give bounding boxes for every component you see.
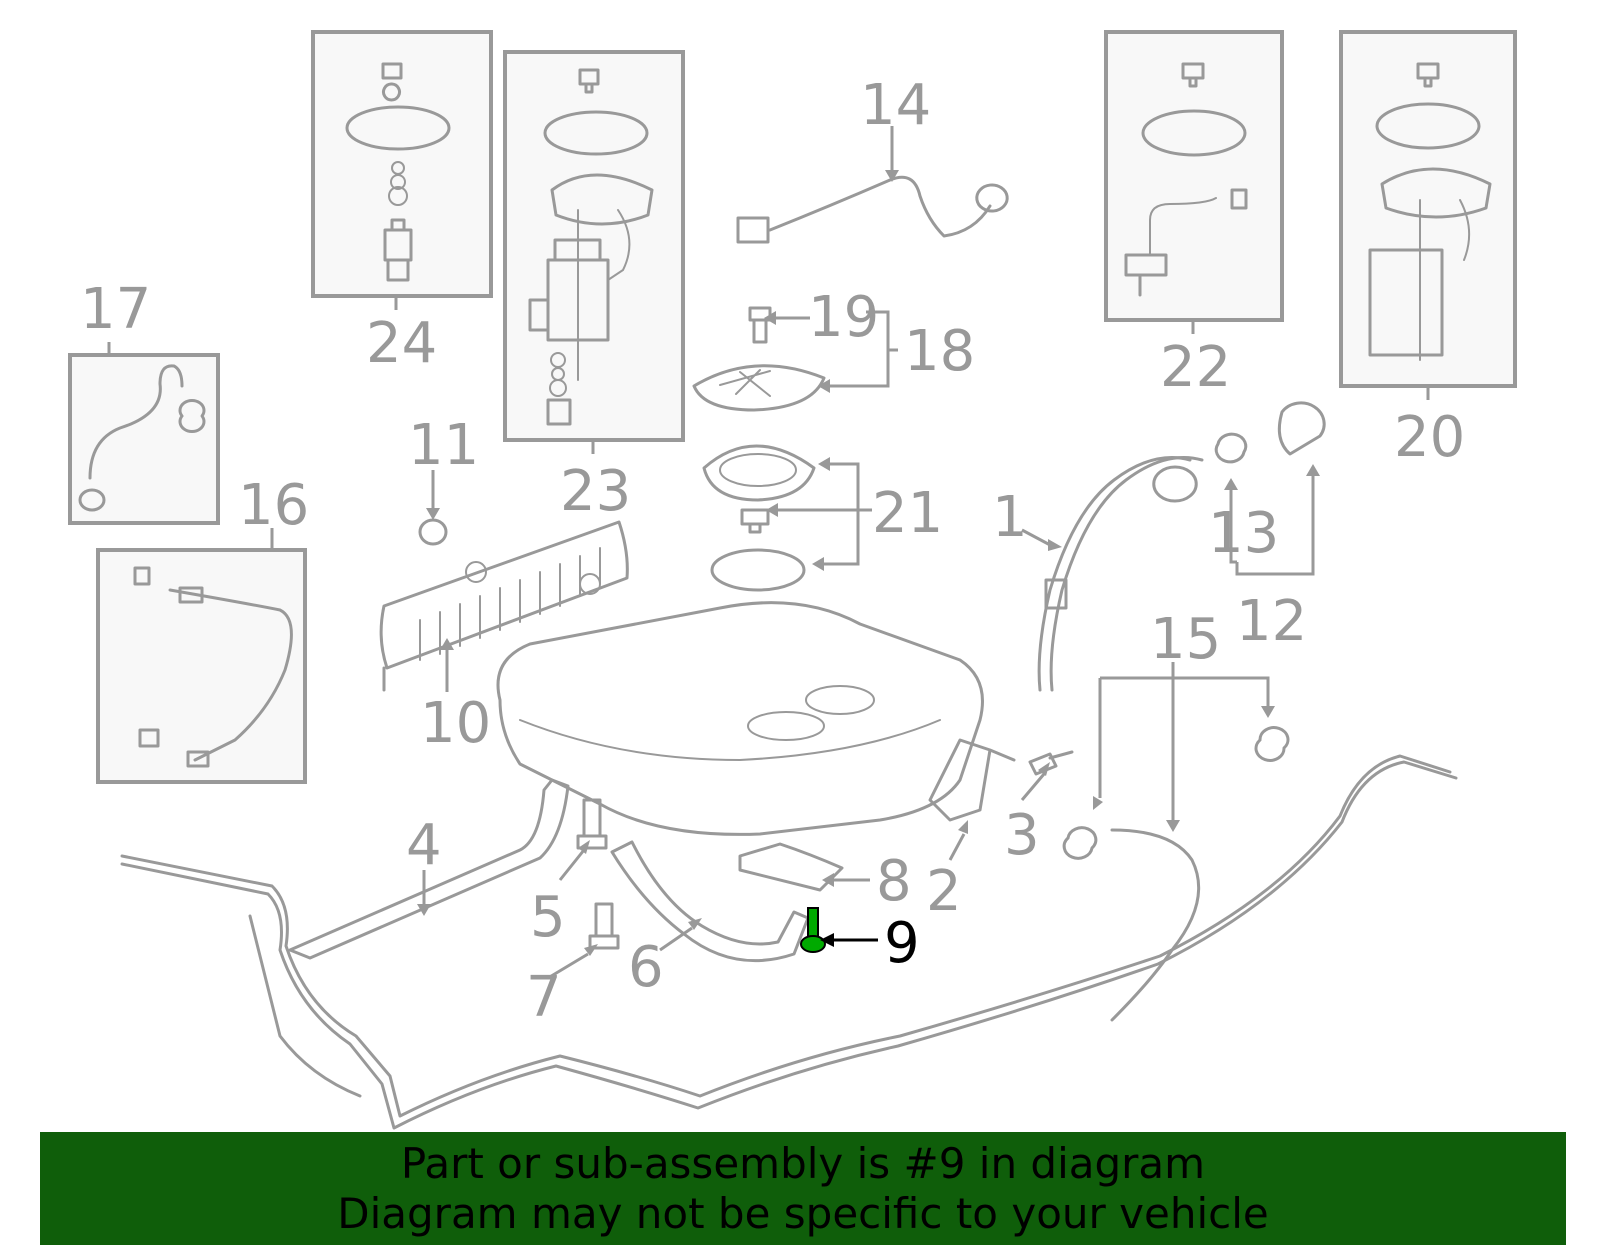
callout-12: 12: [1236, 589, 1307, 654]
part-4-strap: [288, 778, 570, 960]
banner-line-part-number: Part or sub-assembly is #9 in diagram: [400, 1138, 1206, 1188]
part-fuel-tank: [496, 601, 984, 836]
callout-19: 19: [808, 285, 879, 350]
callout-22: 22: [1160, 335, 1231, 400]
callout-4: 4: [406, 813, 442, 878]
callout-13: 13: [1208, 501, 1279, 566]
callout-14: 14: [860, 73, 931, 138]
callout-2: 2: [926, 859, 962, 924]
callout-11: 11: [408, 413, 479, 478]
callout-16: 16: [238, 473, 309, 538]
callout-20: 20: [1394, 405, 1465, 470]
part-19-bolt: [748, 306, 772, 344]
callout-8: 8: [876, 849, 912, 914]
part-5-bolt: [576, 798, 608, 850]
box-23-fuel-pump-module: [503, 50, 685, 442]
box-17-vent-hose-set: [68, 353, 220, 525]
callout-1: 1: [992, 485, 1028, 550]
callout-24: 24: [366, 311, 437, 376]
part-12-fuel-cap: [1277, 401, 1326, 456]
box-16-evap-line-set: [96, 548, 307, 784]
part-2-bracket: [928, 738, 1016, 822]
part-15-vent-line: [1062, 726, 1290, 1022]
info-banner: Part or sub-assembly is #9 in diagram Di…: [40, 1132, 1566, 1245]
part-21-seal-ring-kit: [702, 444, 816, 592]
box-22-fuel-level-sender: [1104, 30, 1284, 322]
callout-6: 6: [628, 935, 664, 1000]
callout-10: 10: [420, 691, 491, 756]
callout-3: 3: [1004, 803, 1040, 868]
callout-17: 17: [80, 277, 151, 342]
callout-23: 23: [560, 459, 631, 524]
part-18-access-cover: [692, 364, 826, 412]
callout-21: 21: [872, 481, 943, 546]
banner-line-disclaimer: Diagram may not be specific to your vehi…: [337, 1188, 1269, 1238]
box-20-fuel-pump-assembly: [1339, 30, 1517, 388]
callout-9-highlighted: 9: [884, 911, 920, 976]
callout-5: 5: [530, 885, 566, 950]
part-9-bolt-highlighted: [800, 907, 826, 953]
part-1-filler-neck: [1037, 456, 1204, 692]
box-24-fuel-pump-seal-kit: [311, 30, 493, 298]
callout-7: 7: [526, 965, 562, 1030]
part-8-protector: [738, 842, 844, 892]
leaders: [107, 126, 1430, 980]
part-3-bolt: [1028, 750, 1074, 776]
part-10-heat-shield: [379, 520, 629, 692]
callout-labels: 1 2 3 4 5 6 7 8 9 10 11 12 13 14 15 16 1…: [80, 73, 1465, 1030]
callout-15: 15: [1150, 607, 1221, 672]
part-fuel-lines: [120, 754, 1458, 1130]
part-13-retainer: [1214, 432, 1248, 464]
part-7-bolt: [588, 902, 620, 950]
part-11-o-ring: [418, 518, 448, 546]
callout-18: 18: [904, 319, 975, 384]
part-14-vent-tube: [736, 175, 1009, 244]
